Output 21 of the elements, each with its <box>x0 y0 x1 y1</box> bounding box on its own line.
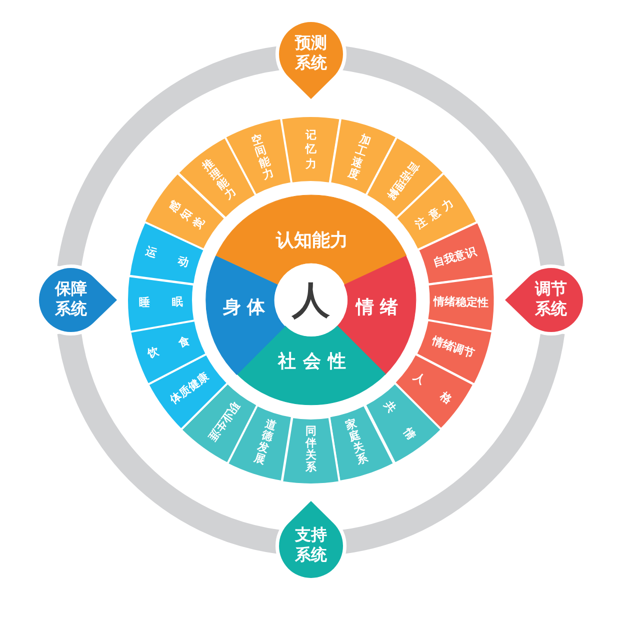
segment-label: 睡眠 <box>138 297 184 310</box>
segment-label: 加工速度 <box>346 133 372 182</box>
segment-label: 空间能力 <box>250 133 276 182</box>
ring-segment <box>281 116 341 184</box>
segment-label: 同伴关系 <box>304 426 317 474</box>
sector-label: 社会性 <box>278 352 346 370</box>
segment-label: 家庭关系 <box>344 418 370 468</box>
sector-label: 认知能力 <box>276 231 346 249</box>
segment-label: 情绪稳定性 <box>433 297 489 310</box>
segment-label: 饮食 <box>146 336 192 360</box>
sector-label: 情绪 <box>356 298 398 316</box>
sector-label: 身体 <box>223 298 265 316</box>
segment-label: 言语理解 <box>384 160 420 202</box>
segment-label: 记忆力 <box>304 128 317 172</box>
segment-label: 情绪调节 <box>430 336 476 360</box>
segment-label: 注意力 <box>414 198 456 232</box>
segment-label: 道德发展 <box>252 418 278 468</box>
segment-label: 自我意识 <box>432 246 478 270</box>
center-label: 人 <box>292 282 330 320</box>
ring-segment <box>127 276 195 332</box>
segment-label: 运动 <box>144 246 190 270</box>
